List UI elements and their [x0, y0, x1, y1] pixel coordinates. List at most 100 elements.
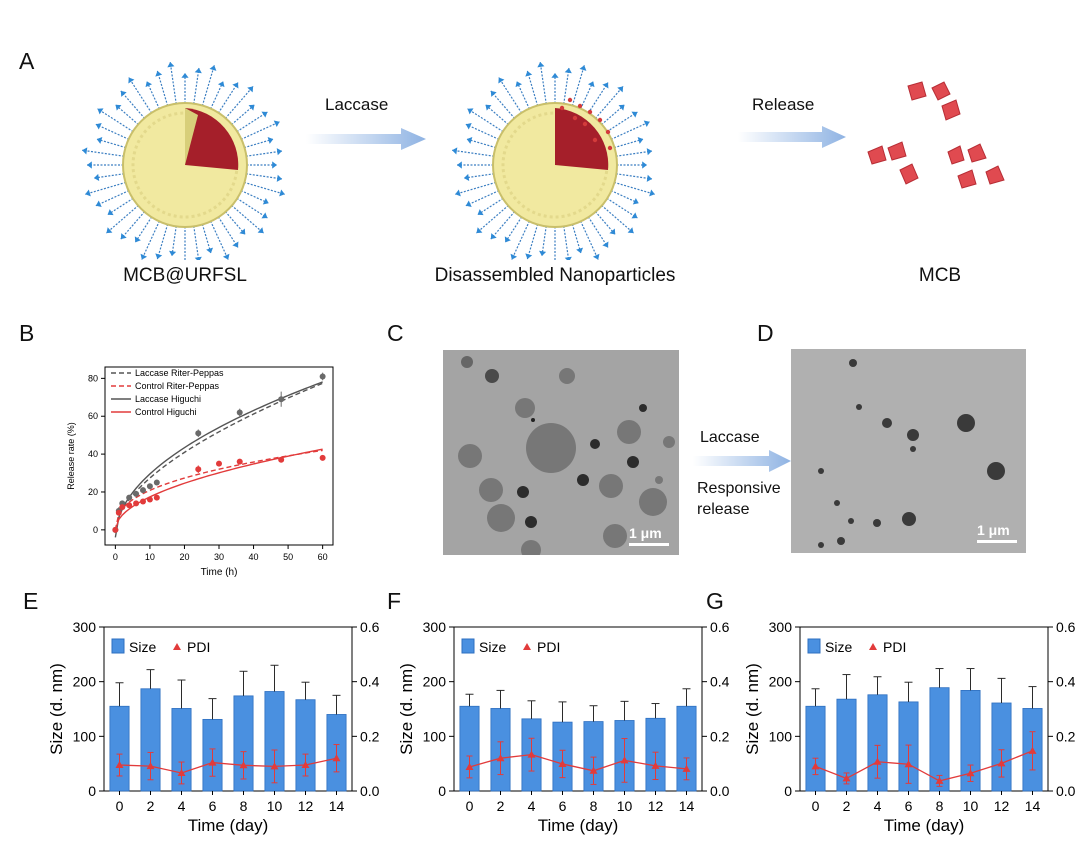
x-tick-label: 12 — [648, 798, 664, 814]
legend-swatch-pdi — [869, 643, 877, 650]
pdi-point — [146, 762, 155, 770]
y2-tick-label: 0.2 — [1056, 728, 1076, 744]
surfactant-chains — [81, 61, 285, 260]
x-tick-label: 50 — [283, 552, 293, 562]
y2-tick-label: 0.0 — [360, 783, 380, 799]
y-tick-label: 100 — [73, 728, 97, 744]
pdi-point — [527, 750, 536, 758]
pdi-line — [119, 757, 337, 774]
x-tick-label: 2 — [497, 798, 505, 814]
data-point — [140, 487, 146, 494]
x-tick-label: 6 — [209, 798, 217, 814]
legend-swatch-pdi — [173, 643, 181, 650]
data-point — [195, 466, 202, 473]
y-tick-label: 100 — [769, 728, 793, 744]
x-tick-label: 8 — [590, 798, 598, 814]
size-bar — [109, 705, 130, 792]
pdi-line — [815, 750, 1033, 782]
pdi-point — [682, 764, 691, 772]
pdi-point — [842, 774, 851, 782]
x-axis-label: Time (day) — [188, 816, 269, 835]
size-bar — [805, 705, 826, 792]
pdi-point — [935, 776, 944, 784]
y-tick-label: 40 — [88, 449, 98, 459]
x-tick-label: 6 — [559, 798, 567, 814]
y2-tick-label: 0.0 — [1056, 783, 1076, 799]
plot-frame — [799, 626, 1049, 792]
legend-label: Laccase Higuchi — [135, 394, 201, 404]
size-bar — [991, 702, 1012, 792]
legend-label: Laccase Riter-Peppas — [135, 368, 224, 378]
arrow-label-laccase: Laccase — [325, 95, 389, 114]
pdi-point — [496, 754, 505, 762]
y-tick-label: 20 — [88, 487, 98, 497]
y-tick-label: 0 — [88, 783, 96, 799]
y-axis-label: Size (d. nm) — [397, 663, 416, 755]
control-peppas-line — [114, 449, 323, 530]
y2-tick-label: 0.6 — [360, 619, 380, 635]
panel-letter-d: D — [757, 320, 774, 346]
arrow-release — [738, 126, 846, 148]
y-tick-label: 100 — [423, 728, 447, 744]
y-tick-label: 0 — [438, 783, 446, 799]
data-point — [278, 396, 285, 403]
x-axis-label: Time (day) — [884, 816, 965, 835]
x-tick-label: 40 — [249, 552, 259, 562]
laccase-higuchi-line — [114, 381, 323, 538]
caption-disassembled: Disassembled Nanoparticles — [434, 265, 676, 286]
x-tick-label: 0 — [812, 798, 820, 814]
mid-label-laccase: Laccase — [700, 429, 760, 446]
pdi-point — [301, 761, 310, 769]
y2-tick-label: 0.2 — [710, 728, 730, 744]
y-tick-label: 300 — [423, 619, 447, 635]
pdi-point — [589, 766, 598, 774]
data-point — [153, 494, 160, 501]
mid-label-release: release — [697, 501, 750, 518]
legend-label: Control Higuchi — [135, 407, 197, 417]
panel-letter-e: E — [23, 588, 39, 614]
legend-label-pdi: PDI — [187, 639, 210, 655]
laccase-peppas-line — [114, 382, 323, 531]
pdi-point — [270, 762, 279, 770]
data-point — [119, 504, 126, 511]
y-tick-label: 200 — [423, 674, 447, 690]
x-tick-label: 14 — [679, 798, 695, 814]
y2-tick-label: 0.2 — [360, 728, 380, 744]
data-point — [195, 430, 202, 437]
pdi-point — [651, 761, 660, 769]
mid-label-responsive: Responsive — [697, 480, 781, 497]
x-axis-label: Time (h) — [201, 567, 238, 578]
legend-label-pdi: PDI — [883, 639, 906, 655]
x-tick-label: 2 — [147, 798, 155, 814]
pdi-point — [997, 759, 1006, 767]
tem-image-before: 1 μm — [443, 350, 679, 555]
x-tick-label: 20 — [179, 552, 189, 562]
data-point — [126, 494, 133, 501]
x-tick-label: 30 — [214, 552, 224, 562]
data-point — [140, 498, 146, 505]
x-tick-label: 60 — [318, 552, 328, 562]
panel-letter-b: B — [19, 320, 35, 346]
x-axis-label: Time (day) — [538, 816, 619, 835]
nanoparticle-illustration — [81, 61, 285, 260]
x-tick-label: 10 — [963, 798, 979, 814]
legend-swatch-size — [461, 638, 475, 654]
x-tick-label: 10 — [145, 552, 155, 562]
y-tick-label: 0 — [93, 525, 98, 535]
data-point — [112, 526, 119, 533]
x-tick-label: 0 — [116, 798, 124, 814]
disassembled-illustration — [451, 61, 655, 260]
pdi-point — [620, 756, 629, 764]
x-tick-label: 12 — [994, 798, 1010, 814]
x-tick-label: 0 — [113, 552, 118, 562]
y-tick-label: 0 — [784, 783, 792, 799]
data-point — [319, 373, 326, 380]
pdi-point — [177, 768, 186, 776]
legend-swatch-pdi — [523, 643, 531, 650]
y-axis-label: Size (d. nm) — [743, 663, 762, 755]
pdi-point — [332, 754, 341, 762]
data-point — [146, 483, 153, 490]
scale-bar-label: 1 μm — [629, 525, 662, 541]
